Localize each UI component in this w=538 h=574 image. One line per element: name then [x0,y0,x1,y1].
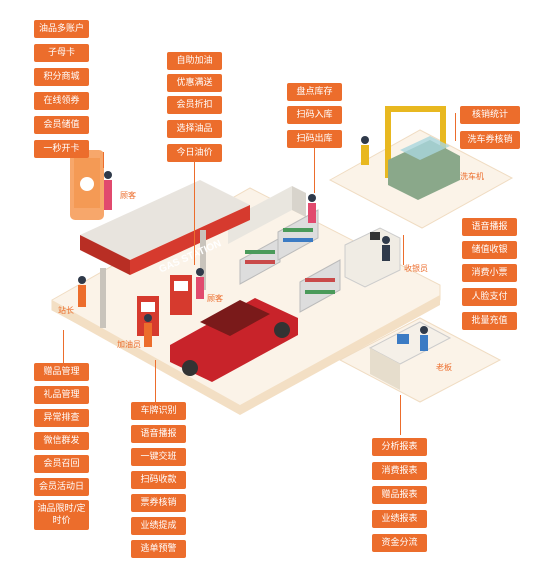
cashier-tag: 储值收银 [462,241,517,259]
inventory-tag: 盘点库存 [287,83,342,101]
refuel-tag: 选择油品 [167,120,222,138]
cashier-tag: 消费小票 [462,264,517,282]
connector-member [103,152,104,168]
attendant-tag: 票券核销 [131,494,186,512]
connector-inventory [314,143,315,193]
role-station-master: 站长 [58,306,74,315]
manager-tag: 赠品管理 [34,363,89,381]
member-tag: 在线领券 [34,92,89,110]
person-boss [420,326,428,351]
cashier-tag: 批量充值 [462,312,517,330]
member-tag: 会员储值 [34,116,89,134]
manager-tag: 油品限时/定时价 [34,500,89,530]
member-tag: 子母卡 [34,44,89,62]
manager-tag: 异常排查 [34,409,89,427]
car [170,298,298,382]
carwash-tag: 核销统计 [460,106,520,124]
connector-refuel [194,155,195,265]
manager-tag: 会员活动日 [34,478,89,496]
connector-attendant [155,360,156,405]
boss-tag: 消费报表 [372,462,427,480]
cashier-tag: 人脸支付 [462,288,517,306]
refuel-tag: 优惠满送 [167,74,222,92]
attendant-tag: 扫码收款 [131,471,186,489]
refuel-tag: 今日油价 [167,144,222,162]
member-tag: 一秒开卡 [34,140,89,158]
phone-icon [70,150,112,220]
attendant-tag: 逃单预警 [131,540,186,558]
connector-cashier [403,235,404,265]
carwash-tag: 洗车券核销 [460,131,520,149]
car-wash-machine [385,106,460,200]
member-tag: 油品多账户 [34,20,89,38]
person-customer-store [308,194,316,223]
member-tag: 积分商城 [34,68,89,86]
connector-manager [63,330,64,365]
manager-tag: 礼品管理 [34,386,89,404]
boss-tag: 赠品报表 [372,486,427,504]
role-attendant: 加油员 [117,340,141,349]
refuel-tag: 自助加油 [167,52,222,70]
manager-tag: 会员召回 [34,455,89,473]
attendant-tag: 车牌识别 [131,402,186,420]
connector-carwash [455,113,456,141]
role-customer-pump: 顾客 [207,294,223,303]
person-attendant [144,314,152,347]
boss-tag: 资金分流 [372,534,427,552]
role-boss: 老板 [436,363,452,372]
role-customer-phone: 顾客 [120,191,136,200]
person-station-master [78,276,86,307]
attendant-tag: 语音播报 [131,425,186,443]
manager-tag: 微信群发 [34,432,89,450]
cashier-tag: 语音播报 [462,218,517,236]
boss-tag: 分析报表 [372,438,427,456]
person-customer-pump [196,268,204,299]
inventory-tag: 扫码入库 [287,106,342,124]
role-carwash: 洗车机 [460,172,484,181]
boss-floor [338,317,502,403]
attendant-tag: 一键交班 [131,448,186,466]
attendant-tag: 业绩提成 [131,517,186,535]
inventory-tag: 扫码出库 [287,130,342,148]
store-wall [228,186,292,244]
boss-tag: 业绩报表 [372,510,427,528]
person-cashier [382,236,390,261]
role-cashier: 收银员 [404,264,428,273]
person-carwash [361,136,369,165]
canopy [80,180,250,328]
boss-desk [368,321,452,390]
store-wall-side [292,186,306,217]
refuel-tag: 会员折扣 [167,96,222,114]
connector-boss [400,395,401,435]
